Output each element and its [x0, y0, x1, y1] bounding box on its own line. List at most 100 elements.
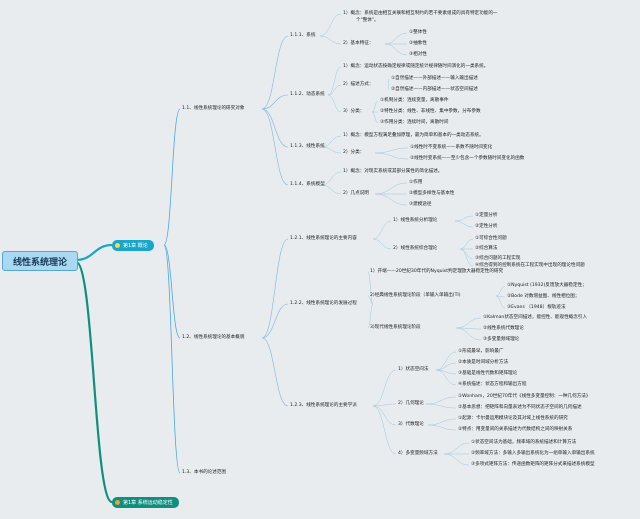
- node-model-approach[interactable]: ③建模途径: [409, 202, 432, 207]
- node-geo-idea[interactable]: ②基本思想：把矩阵和向量表述为不同状态子空间的几何描述: [458, 405, 582, 410]
- node-relativity[interactable]: ③相对性: [409, 52, 427, 57]
- node-quantitative[interactable]: ①定量分析: [475, 213, 498, 218]
- connector: [387, 84, 390, 91]
- connector: [367, 295, 374, 305]
- node-multivar-freq[interactable]: 4）多变量频域方法: [398, 451, 438, 456]
- node-ss-linear-algebra[interactable]: ③基础是线性代数和矩阵理论: [458, 371, 518, 376]
- node-origin[interactable]: 1）开端——20世纪30年代的Nyquist判定理放大器稳定性的研究: [370, 269, 504, 274]
- connector: [454, 220, 474, 228]
- node-ss-time-domain[interactable]: ②本质是时间域分析方法: [458, 360, 509, 365]
- connector: [261, 35, 289, 110]
- connector: [455, 317, 482, 329]
- node-ss-equations[interactable]: ④系统描述：状态方程和输出方程: [458, 382, 527, 387]
- connector: [427, 424, 457, 431]
- topic-1-2-3[interactable]: 1.2.3、线性系统理论的主要学派: [290, 403, 357, 408]
- node-ss-earliest[interactable]: ①形成最早，影响最广: [458, 349, 504, 354]
- node-model-role[interactable]: ①作用: [409, 180, 423, 185]
- node-system-concept-cont[interactable]: 个"整体"。: [356, 18, 379, 23]
- node-alg-feature[interactable]: ②特点：用变量间的关系描述为代数结构之间的映射关系: [458, 427, 573, 432]
- topic-1-2-1[interactable]: 1.2.1、线性系统理论的主要内容: [290, 236, 357, 241]
- node-algebraic[interactable]: 3）代数理论: [398, 422, 424, 427]
- node-wholeness[interactable]: ①整体性: [409, 30, 427, 35]
- node-nyquist[interactable]: ①Nyquist (1932)反馈放大器稳定性；: [507, 283, 587, 288]
- topic-1-1-2[interactable]: 1.1.2、动态系统: [290, 92, 325, 97]
- root-node[interactable]: 线性系统理论: [2, 251, 78, 271]
- node-evans[interactable]: ③Evans （1948）根轨迹法: [507, 305, 566, 310]
- connector: [459, 238, 474, 250]
- topic-1-2-2[interactable]: 1.2.2、线性系统理论的发展过程: [290, 301, 357, 306]
- node-synthesis-algorithm[interactable]: ②综合算法: [475, 246, 498, 251]
- node-geometric[interactable]: 2）几何理论: [398, 401, 424, 406]
- node-lin-classification[interactable]: 2）分类：: [343, 150, 365, 155]
- topic-1-2[interactable]: 1.2、线性系统理论的基本概貌: [182, 335, 245, 340]
- node-state-space[interactable]: 1）状态空间法: [398, 367, 429, 372]
- topic-1-1-1[interactable]: 1.1.1、系统: [290, 33, 316, 38]
- connector: [319, 13, 342, 37]
- node-dyn-desc-external[interactable]: ①自然描述——外部描述——输入输出描述: [391, 76, 478, 81]
- node-dyn-concept[interactable]: 1）概念：运动状态按确定规律或随定统计规律随时间演化的一类系统。: [343, 64, 489, 69]
- connector: [425, 396, 457, 405]
- node-mf-basis[interactable]: ①状态空间法为基础，频率域的系统描述和计算方法: [471, 440, 577, 445]
- connector: [372, 238, 392, 250]
- dot-icon: [115, 500, 120, 505]
- connector: [443, 453, 470, 466]
- node-model-diversity[interactable]: ②模型多样性与基本性: [409, 191, 455, 196]
- chapter-2-label: 第1章 系统运动稳定性: [123, 500, 173, 506]
- node-classical-stage[interactable]: 2)经典线性系统理论阶段（单输入单输出(TI): [370, 293, 461, 298]
- node-dyn-class-property[interactable]: ②特性分类：线性、非线性、集中参数，分布参数: [380, 109, 481, 114]
- node-lti[interactable]: ①线性时不变系统——系数不随时间变化: [410, 145, 493, 150]
- node-theory-problems[interactable]: ④综合得到的控制系统在工程实现中出现的理论性问题: [475, 263, 585, 268]
- connector: [321, 146, 342, 154]
- node-alg-origin[interactable]: ①起源：卡尔曼运用模块论及其对域上线性系统的研究: [458, 416, 568, 421]
- node-dyn-description[interactable]: 2）描述方式：: [343, 82, 374, 87]
- connector: [321, 135, 342, 148]
- node-model-concept[interactable]: 1）概念：对现实系统或其部分属性的简化描述。: [343, 169, 443, 174]
- node-dyn-class-mechanism[interactable]: ①机制分类：连续变量，离散事件: [380, 98, 449, 103]
- node-kalman[interactable]: ①Kalman状态空间描述，能控性、能观性概念引入: [483, 315, 588, 320]
- topic-1-1-3[interactable]: 1.1.3、线性系统: [290, 144, 325, 149]
- node-ltv[interactable]: ②线性时变系统——至少包含一个参数随时间变化的函数: [410, 156, 525, 161]
- connector: [261, 337, 289, 407]
- connector: [75, 243, 113, 262]
- connector: [443, 442, 470, 455]
- chapter-1-node[interactable]: 第1章 概论: [112, 240, 154, 251]
- node-system-concept[interactable]: 1）概念：系统是由相互关联和相互制约的若干要素组成的具有特定功能的一: [343, 11, 498, 16]
- node-dyn-desc-internal[interactable]: ②自然描述——内部描述——状态空间描述: [391, 87, 478, 92]
- node-analysis-theory[interactable]: 1）线性系统分析理论: [393, 218, 438, 223]
- node-system-features[interactable]: 2）基本特征：: [343, 41, 374, 46]
- node-synthesis-theory[interactable]: 2）线性系统综合理论: [393, 246, 438, 251]
- node-modern-stage[interactable]: 3)现代线性系统理论阶段: [370, 325, 421, 330]
- node-algebraic-theory[interactable]: ②线性系统代数理论: [483, 326, 524, 331]
- node-dyn-classification[interactable]: 3）分类：: [343, 109, 365, 114]
- connector: [261, 108, 289, 148]
- connector: [372, 405, 397, 426]
- node-qualitative[interactable]: ②定性分析: [475, 224, 498, 229]
- connector: [163, 244, 181, 474]
- node-freq-theory[interactable]: ③多变量频域理论: [483, 337, 520, 342]
- topic-1-1-4[interactable]: 1.1.4、系统模型: [290, 182, 325, 187]
- chapter-2-node[interactable]: 第1章 系统运动稳定性: [112, 497, 179, 508]
- connector: [327, 66, 342, 96]
- connector: [367, 303, 374, 329]
- node-bode[interactable]: ②Bode 对数增益图、线性相位图；: [507, 294, 580, 299]
- node-wonham[interactable]: ①Wonham，20世纪70年代《线性多变量控制：一种几何方法》: [458, 394, 591, 399]
- node-lin-concept[interactable]: 1）概念：模型方程满足叠加原理，最为简单和基本的一类动态系统。: [343, 133, 484, 138]
- node-mf-freq-method[interactable]: ②频率域方法：多输入多输出系统化为一组单输入单输出系统: [471, 451, 595, 456]
- connector: [367, 271, 374, 305]
- connector: [425, 403, 457, 409]
- node-abstraction[interactable]: ②抽象性: [409, 41, 427, 46]
- connector: [327, 84, 342, 96]
- node-mf-polynomial[interactable]: ③多项式矩阵方法：传递函数矩阵的矩阵分式来描述系统模型: [471, 462, 595, 467]
- connector: [261, 238, 289, 339]
- connector: [372, 405, 397, 455]
- node-engineering-impl[interactable]: ③综合问题的工程实现: [475, 256, 521, 261]
- connector: [371, 100, 379, 113]
- connector: [261, 303, 289, 339]
- node-dyn-class-action[interactable]: ③作用分类：连续时间，离散时间: [380, 120, 449, 125]
- node-synthesizability[interactable]: ①可综合性问题: [475, 236, 507, 241]
- node-model-notes[interactable]: 2）几点说明: [343, 191, 369, 196]
- topic-1-1[interactable]: 1.1、线性系统理论的研究对象: [182, 106, 245, 111]
- topic-1-3[interactable]: 1.3、本书的论述范围: [182, 470, 227, 475]
